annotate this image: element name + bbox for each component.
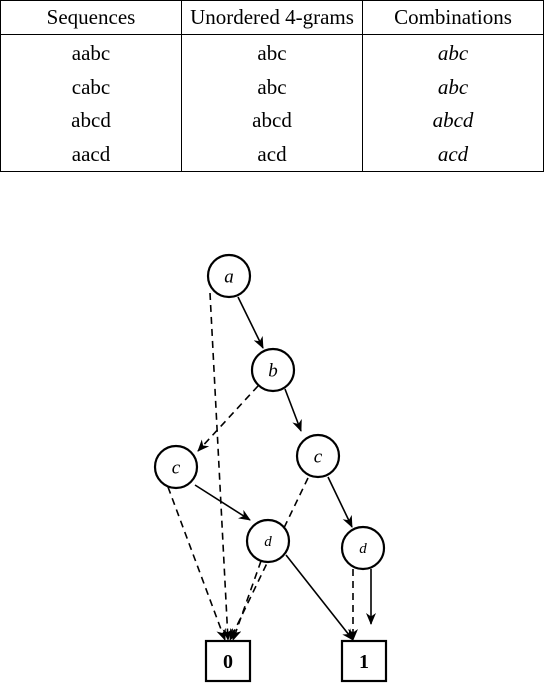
edge-d1-to-one-solid	[285, 554, 354, 641]
diagram-nodes: a b c c d d 0 1	[153, 253, 388, 683]
node-c1: c	[153, 444, 199, 490]
combination-cell: abc	[362, 34, 544, 71]
unordered-cell: abcd	[181, 104, 363, 138]
table-row: abcd abcd abcd	[0, 104, 544, 138]
node-one: 1	[340, 639, 388, 683]
node-circle	[250, 347, 296, 393]
node-label: a	[224, 266, 234, 287]
node-circle	[206, 253, 252, 299]
sequence-cell: aacd	[0, 137, 182, 173]
edge-d1-to-zero-dashed	[231, 560, 262, 641]
node-label: c	[314, 446, 323, 467]
node-circle	[340, 525, 386, 571]
sequence-table: Sequences Unordered 4-grams Combinations…	[0, 0, 544, 173]
node-a: a	[206, 253, 252, 299]
node-circle	[295, 433, 341, 479]
combination-cell: abc	[362, 70, 544, 104]
unordered-cell: abc	[181, 70, 363, 104]
node-b: b	[250, 347, 296, 393]
combination-cell: abcd	[362, 104, 544, 138]
table-row: aacd acd acd	[0, 137, 544, 173]
table-row: cabc abc abc	[0, 70, 544, 104]
node-circle	[153, 444, 199, 490]
header-sequences: Sequences	[0, 0, 182, 35]
sequence-cell: aabc	[0, 34, 182, 71]
node-label: b	[268, 360, 278, 381]
edge-c1-to-d1-solid	[194, 484, 251, 521]
terminal-box	[204, 639, 252, 683]
header-unordered-4grams: Unordered 4-grams	[181, 0, 363, 35]
unordered-cell: acd	[181, 137, 363, 173]
diagram-edges	[167, 292, 376, 641]
edge-c2-to-d2-solid	[327, 476, 353, 528]
node-label: 1	[359, 651, 369, 673]
node-label: c	[172, 457, 181, 478]
sequence-cell: abcd	[0, 104, 182, 138]
node-c2: c	[295, 433, 341, 479]
node-circle	[245, 518, 291, 564]
table-row: aabc abc abc	[0, 34, 544, 71]
combination-cell: acd	[362, 137, 544, 173]
node-d1: d	[245, 518, 291, 564]
node-label: 0	[223, 651, 233, 673]
node-label: d	[264, 534, 272, 550]
terminal-box	[340, 639, 388, 683]
node-d2: d	[340, 525, 386, 571]
edge-a-to-zero-dashed	[209, 292, 233, 641]
edge-b-to-c1-dashed	[197, 385, 259, 452]
sequence-cell: cabc	[0, 70, 182, 104]
node-label: d	[359, 541, 367, 557]
edge-a-to-b-solid	[237, 296, 264, 349]
edge-c1-to-zero-dashed	[167, 486, 226, 641]
table-header-row: Sequences Unordered 4-grams Combinations	[0, 0, 544, 35]
node-zero: 0	[204, 639, 252, 683]
header-combinations: Combinations	[362, 0, 544, 35]
unordered-cell: abc	[181, 34, 363, 71]
edge-b-to-c2-solid	[284, 388, 302, 432]
